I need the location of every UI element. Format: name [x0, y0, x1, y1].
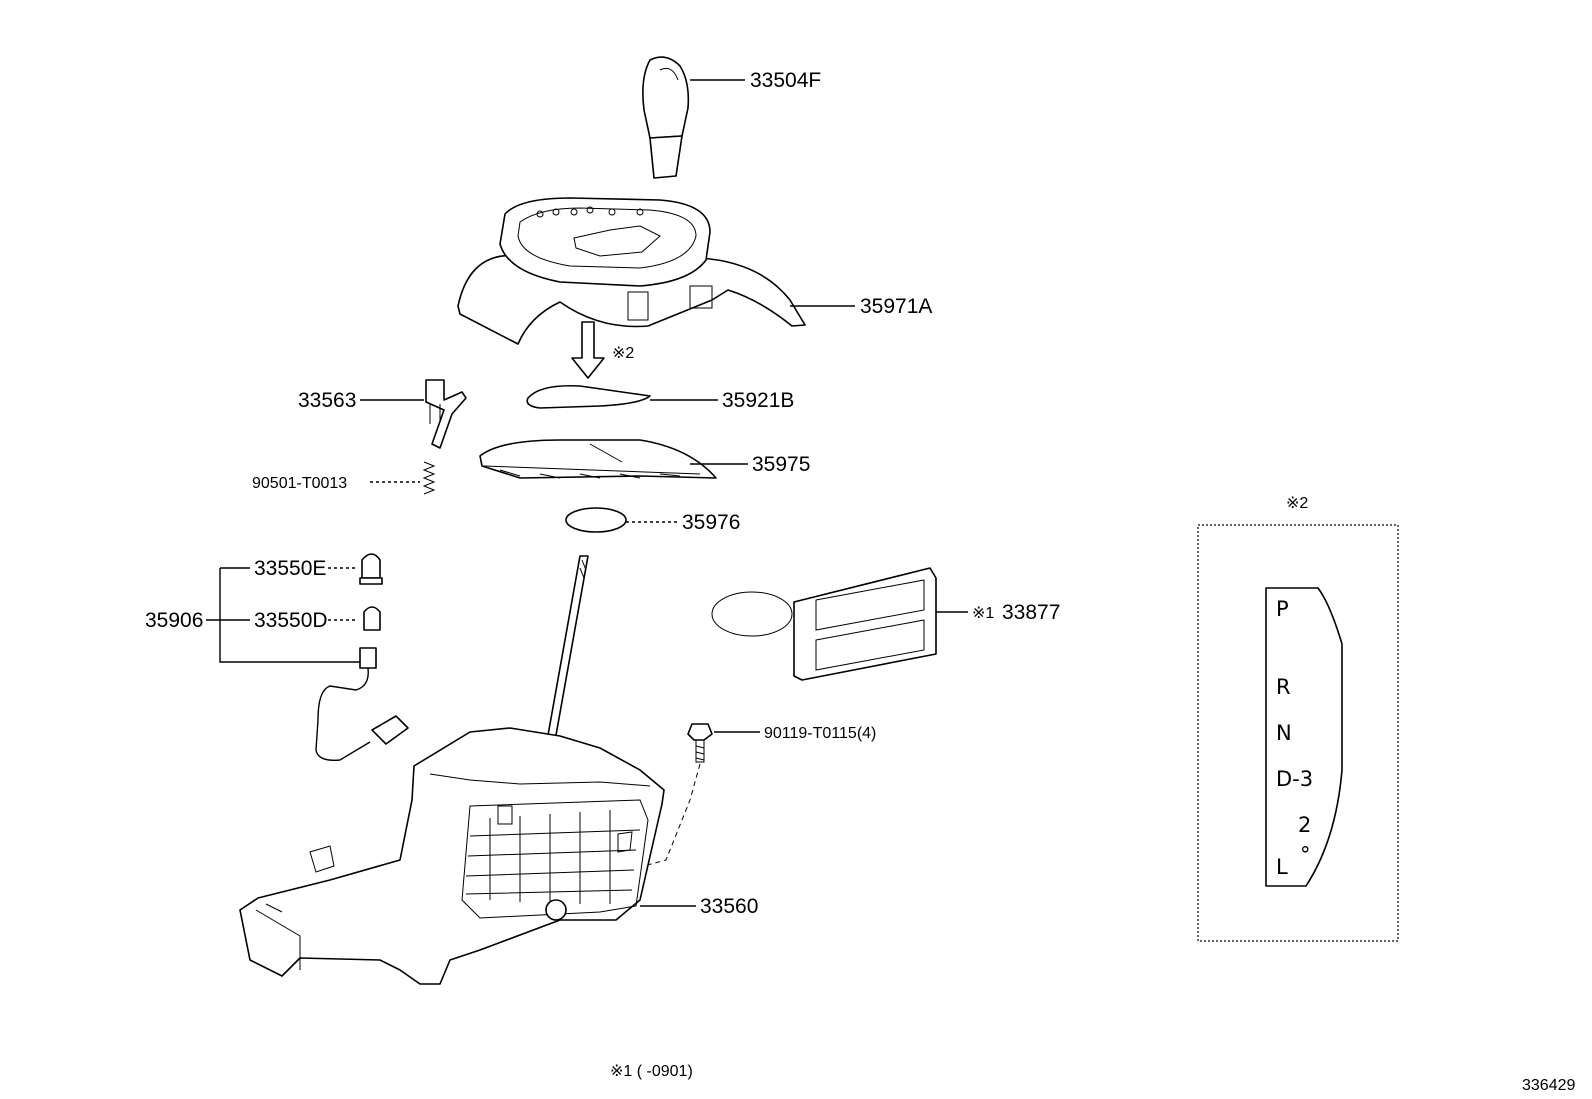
gear-D-3: D-3: [1276, 767, 1313, 791]
bulb-e-drawing: [359, 553, 383, 585]
label-33550E: 33550E: [254, 557, 326, 580]
gear-R: R: [1276, 675, 1291, 699]
spring-drawing: [422, 461, 436, 495]
bulb-socket-wire-drawing: [315, 647, 409, 761]
label-35971A: 35971A: [860, 295, 932, 318]
label-33504F: 33504F: [750, 69, 821, 92]
label-33563: 33563: [298, 389, 356, 412]
label-90119-T0115: 90119-T0115(4): [764, 725, 876, 742]
label-35976: 35976: [682, 511, 740, 534]
label-90501-T0013: 90501-T0013: [252, 475, 347, 492]
arrow-note-mark: ※2: [612, 345, 634, 362]
gear-2: 2: [1298, 813, 1311, 837]
shift-lever-assembly-drawing: [239, 555, 665, 985]
shift-knob-drawing: [642, 56, 690, 179]
label-35975: 35975: [752, 453, 810, 476]
plate-drawing: [526, 384, 651, 409]
label-33560: 33560: [700, 895, 758, 918]
inset-frame: [1197, 524, 1399, 942]
label-plate-note-mark: ※1: [972, 605, 994, 622]
gear-P: P: [1276, 597, 1289, 621]
gear-dot: °: [1300, 843, 1311, 867]
inset-title: ※2: [1286, 495, 1308, 512]
label-33550D: 33550D: [254, 609, 328, 632]
label-35921B: 35921B: [722, 389, 794, 412]
label-plate-drawing: [711, 567, 937, 681]
footnote: ※1 ( -0901): [610, 1063, 693, 1080]
lens-drawing: [565, 507, 627, 533]
gear-N: N: [1276, 721, 1292, 745]
gear-L: L: [1276, 855, 1288, 879]
bulb-d-drawing: [363, 606, 381, 631]
gear-indicator-plate: [1265, 587, 1343, 887]
label-35906: 35906: [145, 609, 203, 632]
bolt-drawing: [687, 723, 713, 763]
indicator-housing-drawing: [457, 197, 806, 345]
slide-cover-drawing: [479, 439, 717, 479]
label-33877: 33877: [1002, 601, 1060, 624]
figure-id: 336429: [1522, 1077, 1575, 1094]
bulb-holder-drawing: [425, 379, 467, 449]
down-arrow-icon: [571, 321, 605, 379]
